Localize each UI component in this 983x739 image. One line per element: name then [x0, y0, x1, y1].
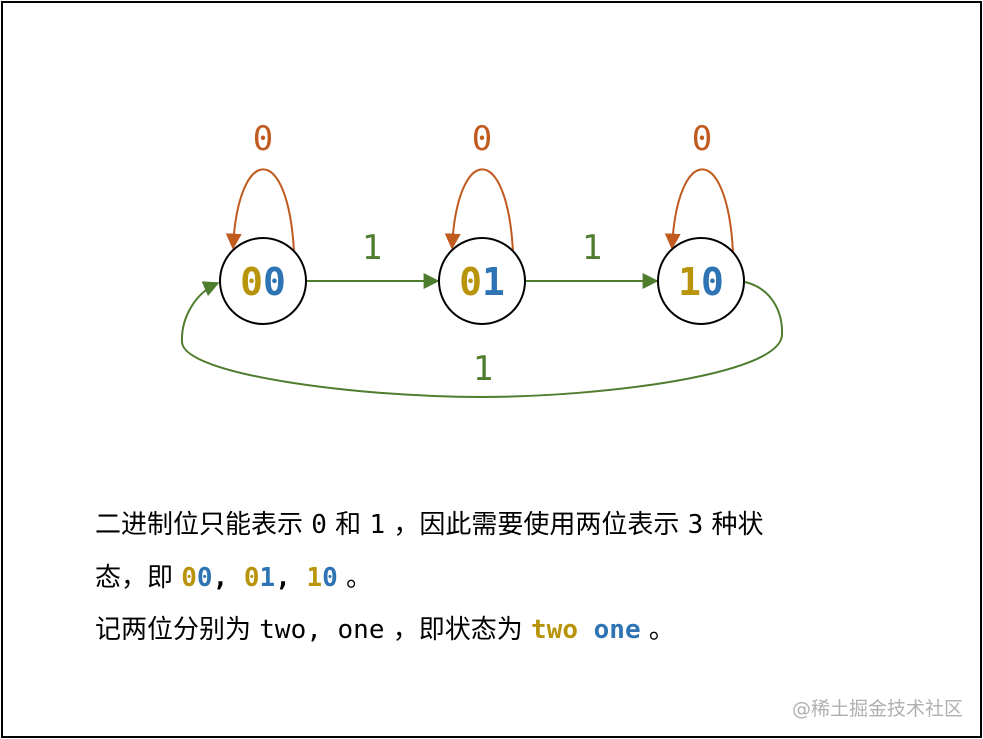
edge-10-to-00 — [180, 281, 784, 399]
edge-label-10-to-00: 1 — [473, 349, 493, 389]
desc3-part-a: 记两位分别为 — [95, 615, 260, 645]
desc1-value-3: 3 — [687, 510, 704, 540]
desc3-end: 。 — [640, 615, 675, 645]
state-label-01: 01 — [459, 260, 505, 304]
self-loop-label-10: 0 — [692, 119, 712, 159]
desc1-part-d: 种状 — [703, 510, 764, 540]
state-node-00 — [219, 237, 307, 325]
desc2-state00-bit1: 0 — [181, 563, 197, 593]
desc2-part-a: 态，即 — [95, 563, 182, 593]
desc1-value-0: 0 — [311, 510, 327, 540]
desc2-state10-bit2: 0 — [322, 563, 338, 593]
desc3-two: two — [531, 615, 578, 645]
desc3-one: one — [593, 615, 641, 645]
state-node-10 — [657, 237, 745, 325]
desc3-bit-names: two, one — [259, 615, 385, 645]
self-loop-label-01: 0 — [472, 119, 492, 159]
self-loop-00 — [225, 168, 295, 253]
description-line-2: 态，即 00, 01, 10 。 — [95, 557, 372, 594]
desc1-part-c: ，因此需要使用两位表示 — [385, 510, 688, 540]
description-line-3: 记两位分别为 two, one ，即状态为 two one 。 — [95, 609, 675, 646]
edge-label-01-to-10: 1 — [582, 228, 602, 268]
desc2-sep-2: , — [275, 563, 307, 593]
desc3-part-b: ，即状态为 — [384, 615, 532, 645]
state-node-01 — [438, 237, 526, 325]
description-line-1: 二进制位只能表示 0 和 1 ，因此需要使用两位表示 3 种状 — [95, 504, 764, 541]
self-loop-label-00: 0 — [253, 119, 273, 159]
desc1-part-a: 二进制位只能表示 — [95, 510, 312, 540]
desc1-value-1: 1 — [369, 510, 386, 540]
state-label-00: 00 — [240, 260, 286, 304]
self-loop-01 — [444, 168, 514, 253]
desc2-state00-bit2: 0 — [196, 563, 213, 593]
desc1-part-b: 和 — [326, 510, 370, 540]
self-loop-10 — [664, 168, 734, 253]
watermark: @稀土掘金技术社区 — [791, 698, 963, 720]
desc2-end: 。 — [337, 563, 373, 593]
desc2-sep-1: , — [212, 563, 244, 593]
desc2-state10-bit1: 1 — [306, 563, 323, 593]
state-label-10: 10 — [678, 260, 724, 304]
desc2-state01-bit2: 1 — [259, 563, 276, 593]
edge-label-00-to-01: 1 — [362, 228, 382, 268]
desc2-state01-bit1: 0 — [243, 563, 260, 593]
